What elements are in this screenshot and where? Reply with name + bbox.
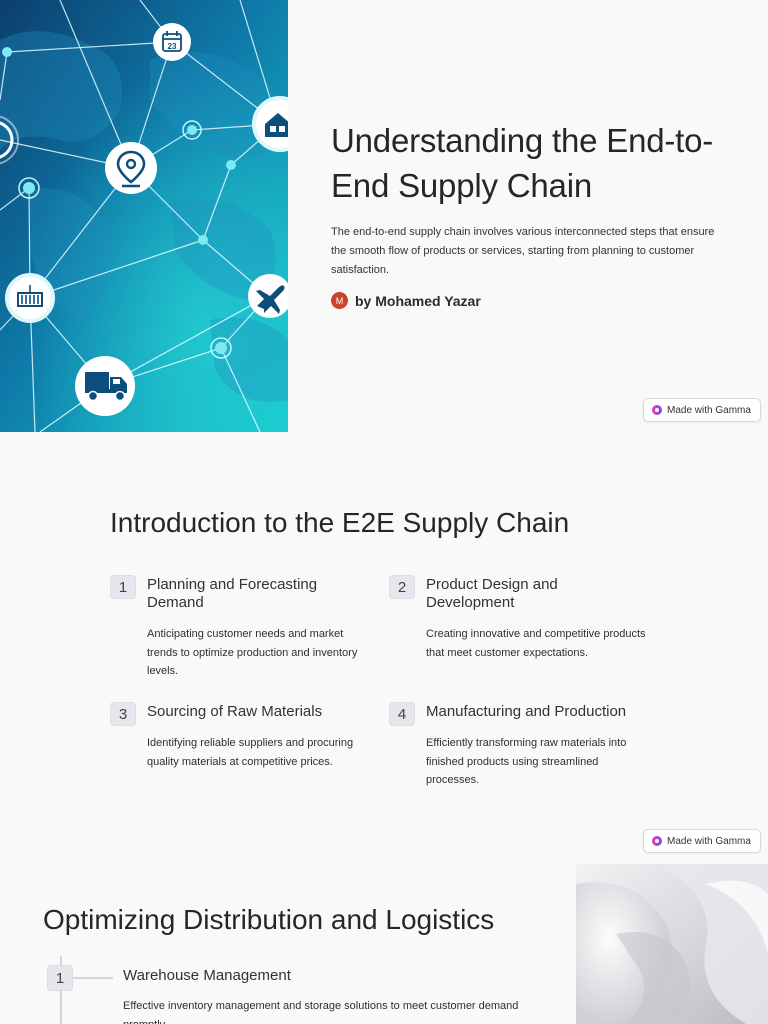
avatar: M: [331, 292, 348, 309]
made-with-gamma-label: Made with Gamma: [667, 404, 751, 416]
step-title: Planning and Forecasting Demand: [147, 576, 318, 611]
slide-distribution: Optimizing Distribution and Logistics 1 …: [0, 864, 768, 1024]
slide-title-heading: Understanding the End-to-End Supply Chai…: [331, 122, 714, 204]
step-description: Identifying reliable suppliers and procu…: [147, 737, 354, 768]
abstract-white-shape-image: [576, 864, 768, 1024]
step-number: 4: [389, 702, 415, 726]
slide-introduction-heading: Introduction to the E2E Supply Chain: [110, 507, 570, 538]
gamma-logo-icon: [652, 405, 662, 415]
made-with-gamma-button[interactable]: Made with Gamma: [643, 829, 761, 853]
made-with-gamma-label: Made with Gamma: [667, 835, 751, 847]
slide-distribution-heading: Optimizing Distribution and Logistics: [43, 904, 495, 935]
supply-chain-network-image: 23: [0, 0, 288, 432]
author-byline: M by Mohamed Yazar: [331, 292, 481, 309]
slide-title: 23: [0, 0, 768, 432]
step-number: 1: [110, 575, 136, 599]
step-title: Sourcing of Raw Materials: [147, 703, 323, 720]
gamma-logo-icon: [652, 836, 662, 846]
slide-introduction: Introduction to the E2E Supply Chain 1 P…: [0, 432, 768, 864]
made-with-gamma-button[interactable]: Made with Gamma: [643, 398, 761, 422]
step-description: Anticipating customer needs and market t…: [147, 628, 358, 677]
timeline-connector: [73, 977, 113, 979]
author-name: by Mohamed Yazar: [355, 292, 481, 309]
step-title: Manufacturing and Production: [426, 703, 627, 720]
slide-description: The end-to-end supply chain involves var…: [331, 226, 715, 276]
timeline-number: 1: [47, 965, 73, 991]
calendar-day-label: 23: [168, 42, 177, 51]
timeline-item-description: Effective inventory management and stora…: [123, 1000, 519, 1024]
step-description: Efficiently transforming raw materials i…: [426, 737, 627, 786]
step-number: 2: [389, 575, 415, 599]
step-title: Product Design and Development: [426, 576, 558, 611]
step-description: Creating innovative and competitive prod…: [426, 628, 646, 659]
step-number: 3: [110, 702, 136, 726]
timeline-item-title: Warehouse Management: [123, 967, 291, 984]
